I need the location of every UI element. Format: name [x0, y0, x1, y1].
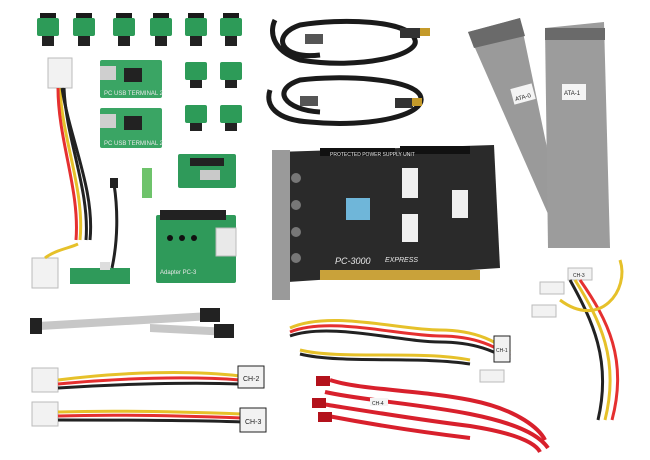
riser-board: [178, 154, 236, 188]
ribbon-tag-left: ATA-0: [515, 93, 533, 103]
power-splitter-right: CH-3: [531, 259, 624, 421]
adapter-board: [150, 13, 172, 46]
pin-board: [142, 168, 152, 198]
adapter-board: [220, 62, 242, 88]
pc3000-main-card: PROTECTED POWER SUPPLY UNIT PC-3000 EXPR…: [272, 145, 500, 300]
usb-cable: [270, 18, 430, 66]
adapter-label: Adapter PC-3: [160, 270, 197, 276]
ide-ribbon-cable: [30, 308, 234, 338]
adapter-board: [113, 13, 135, 46]
power-harness-center: CH-1: [289, 318, 511, 383]
usb-terminal-board: PC USB TERMINAL 2: [100, 108, 164, 148]
usb-terminal-board: PC USB TERMINAL 2: [100, 60, 164, 98]
adapter-board: [73, 13, 95, 46]
ribbon-cable-ata0: ATA-0: [468, 18, 560, 214]
terminal-label: PC USB TERMINAL 2: [104, 91, 164, 97]
adapter-pc3-board: Adapter PC-3: [156, 210, 237, 283]
ribbon-cable-ata1: ATA-1: [545, 22, 610, 248]
sata-tag: CH-2: [243, 376, 259, 383]
terminal-label: PC USB TERMINAL 2: [104, 141, 164, 147]
adapter-board: [37, 13, 59, 46]
sata-tag: CH-3: [245, 419, 261, 426]
power-tag: CH-3: [573, 273, 585, 279]
adapter-board: [185, 13, 207, 46]
ribbon-tag-right: ATA-1: [564, 91, 581, 97]
sata-power-cable: CH-3: [31, 401, 267, 433]
usb-cable: [266, 75, 424, 126]
adapter-board-group: [37, 13, 242, 131]
adapter-board: [220, 105, 242, 131]
power-cable-harness: [31, 57, 130, 289]
adapter-board: [220, 13, 242, 46]
red-cable-tag: CH-4: [372, 401, 384, 407]
card-model-label: PC-3000: [335, 256, 371, 266]
card-header-label: PROTECTED POWER SUPPLY UNIT: [330, 152, 415, 158]
adapter-board: [185, 105, 207, 131]
adapter-board: [185, 62, 207, 88]
sata-power-cable: CH-2: [31, 365, 265, 393]
card-brand-label: EXPRESS: [385, 257, 418, 264]
red-sata-bundle: CH-4: [312, 376, 550, 454]
harness-tag: CH-1: [496, 348, 508, 354]
